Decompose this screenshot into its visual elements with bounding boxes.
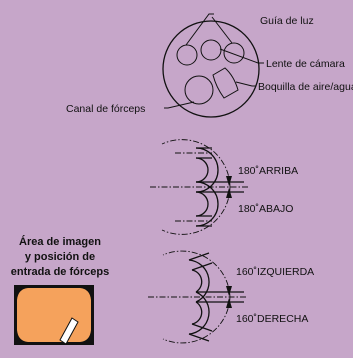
label-left: 160˚IZQUIERDA <box>236 266 314 278</box>
label-up: 180˚ARRIBA <box>238 165 298 177</box>
distal-tip-face: Guía de luz Lente de cámara Boquilla de … <box>66 13 353 118</box>
camera-lens <box>200 39 222 61</box>
arrowheads-leftright <box>226 286 232 308</box>
bend-left-tip <box>188 252 213 271</box>
angulation-leftright-diagram: 160˚IZQUIERDA 160˚DERECHA <box>148 250 314 344</box>
bend-right-outer <box>188 291 210 335</box>
tip-outline <box>162 20 260 118</box>
label-forceps-channel: Canal de fórceps <box>66 103 145 115</box>
bend-left-outer <box>188 259 210 303</box>
bend-down-inner <box>195 191 209 217</box>
air-water-nozzle <box>212 67 239 99</box>
shaft-outline <box>196 181 244 193</box>
label-camera-lens: Lente de cámara <box>266 58 345 70</box>
arc-left-arrow <box>162 250 231 298</box>
label-light-guide: Guía de luz <box>260 15 314 27</box>
leader-nozzle <box>235 81 256 87</box>
label-down: 180˚ABAJO <box>238 203 293 215</box>
angulation-updown-diagram: 180˚ARRIBA 180˚ABAJO <box>150 139 298 235</box>
arc-down-arrow <box>161 186 231 235</box>
arc-right-arrow <box>162 296 231 344</box>
bend-right-inner <box>191 301 203 325</box>
bend-down-tip <box>196 215 212 227</box>
image-area-title-line3: entrada de fórceps <box>11 266 109 278</box>
bend-right-tip <box>188 323 213 342</box>
leader-light-guide <box>185 13 233 46</box>
bend-up-tip <box>196 147 212 159</box>
forceps-entry-marker <box>59 317 79 345</box>
leader-camera-lens <box>219 48 264 64</box>
bend-up-outer <box>195 147 219 193</box>
image-area-title-line1: Área de imagen <box>19 235 101 248</box>
bend-left-inner <box>191 269 203 293</box>
image-area-section: Área de imagen y posición de entrada de … <box>11 235 109 345</box>
forceps-channel-opening <box>184 75 214 105</box>
bend-up-inner <box>195 157 209 183</box>
light-guide-right <box>223 42 245 64</box>
arc-up-arrow <box>161 139 231 188</box>
bend-down-outer <box>195 181 219 227</box>
label-right: 160˚DERECHA <box>236 313 308 325</box>
shaft-outline-lr <box>196 291 244 303</box>
image-area-field <box>17 288 91 342</box>
arrowheads-updown <box>226 176 232 198</box>
leader-forceps-channel <box>164 101 195 109</box>
label-air-water-nozzle: Boquilla de aire/agua <box>258 81 353 93</box>
image-area-title-line2: y posición de <box>25 251 95 263</box>
light-guide-left <box>176 44 198 66</box>
